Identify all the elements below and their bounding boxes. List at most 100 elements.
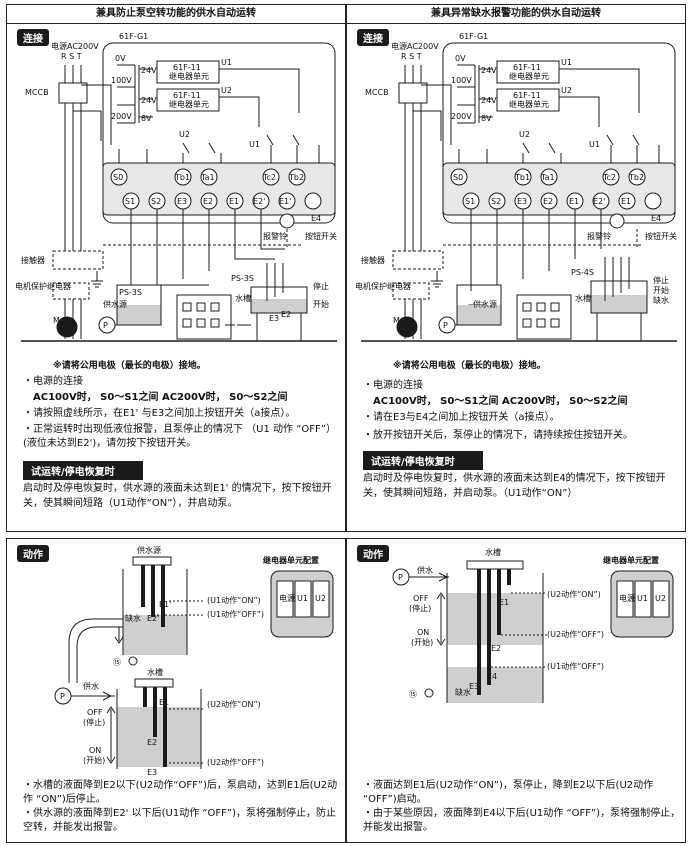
relay-unit-2: [156, 88, 220, 112]
tank-label: 水槽: [235, 293, 251, 303]
r-relay2-label: 61F-11: [513, 91, 541, 100]
model-label: 61F-G1: [119, 32, 148, 41]
la-u2off: (U2动作“OFF”): [207, 757, 264, 767]
left-bullet2: ・请按照虚线所示，在E1' 与E3之间加上按钮开关（a接点）。: [23, 408, 296, 419]
relay1-label: 61F-11: [173, 63, 201, 72]
la-lack: 缺水: [125, 613, 141, 623]
r-p-label: P: [443, 321, 448, 330]
ra-cell1: U1: [637, 594, 648, 603]
r-relay1-sub: 继电器单元: [509, 71, 549, 81]
r-mccb-label: MCCB: [365, 88, 389, 97]
la-u2on: (U2动作“ON”): [207, 699, 261, 709]
r-t-e4: E4: [651, 214, 661, 223]
ra-stop: (停止): [409, 603, 431, 613]
start-label: 开始: [313, 299, 329, 309]
left-bullet1b: AC100V时， S0～S1之间 AC200V时， S0～S2之间: [33, 392, 288, 403]
ra-on: ON: [417, 628, 429, 637]
la-e3: E3: [147, 768, 157, 777]
r-t-tc2: Tc2: [602, 173, 616, 182]
t-e2p: E2': [253, 197, 265, 206]
r-t-s1: S1: [465, 197, 475, 206]
right-ground-note: ※请将公用电极（最长的电极）接地。: [393, 361, 546, 371]
left-connection-panel: 兼具防止泵空转功能的供水自动运转 连接: [6, 4, 346, 532]
r-u1-switch: U1: [589, 140, 600, 149]
right-action-panel: 动作 水槽 供水 P 继电器单元配置 电源 U1 U2: [346, 538, 686, 843]
r-t-ta1: Ta1: [540, 173, 555, 182]
la-tank: 水槽: [147, 667, 163, 677]
ra-cell2: U2: [655, 594, 666, 603]
v100-label: 100V: [111, 76, 132, 85]
la-e2p: E2': [147, 614, 159, 623]
ps3s-top-label: PS-3S: [231, 274, 254, 283]
ra-u1off: (U1动作“OFF”): [547, 661, 604, 671]
r-v200-label: 200V: [451, 112, 472, 121]
right-action-note1: ・液面达到E1后(U2动作“ON”)，泵停止，降到E2以下后(U2动作 “OFF…: [363, 780, 654, 805]
left-bullet1: ・电源的连接: [23, 376, 83, 387]
r-ps4s-label: PS-4S: [571, 268, 594, 277]
right-trial-bar: 试运转/停电恢复时: [363, 451, 483, 470]
la-off: OFF: [87, 708, 103, 717]
mccb-box: [58, 82, 88, 104]
r-lack-label: 缺水: [653, 295, 669, 305]
la-e1p: E1': [159, 600, 171, 609]
ra-e1: E1: [499, 598, 509, 607]
r-tank-label: 水槽: [575, 293, 591, 303]
left-trial-text: 启动时及停电恢复时，供水源的液面未达到E1' 的情况下，按下按钮开关，使其瞬间短…: [23, 483, 332, 509]
left-connection-tag: 连接: [17, 29, 49, 46]
button-switch-label: 按钮开关: [305, 231, 337, 241]
la-start: (开始): [83, 755, 105, 765]
r-t-e1b: E1: [621, 197, 631, 206]
ra-lack: 缺水: [455, 687, 471, 697]
rst-label: R S T: [61, 52, 82, 61]
r-relay2-sub: 继电器单元: [509, 99, 549, 109]
ra-e4: E4: [487, 672, 497, 681]
la-supply: 供水: [83, 681, 99, 691]
r-source-label: 供水源: [473, 299, 497, 309]
t-tc2: Tc2: [262, 173, 276, 182]
e2-label: E2: [281, 310, 291, 319]
building: [176, 294, 232, 340]
right-panel-title: 兼具异常缺水报警功能的供水自动运转: [347, 5, 685, 24]
la-u1off: (U1动作“OFF”): [207, 609, 264, 619]
ra-u2off: (U2动作“OFF”): [547, 629, 604, 639]
t-e1: E1: [229, 197, 239, 206]
bell-label: 报警铃: [263, 231, 287, 241]
r-motor-relay-label: 电机保护继电器: [355, 281, 411, 291]
relay-config: [270, 570, 334, 638]
r-button-switch-label: 按钮开关: [645, 231, 677, 241]
right-bullet1: ・电源的连接: [363, 380, 423, 391]
t-e3: E3: [177, 197, 187, 206]
right-trial-text: 启动时及停电恢复时，供水源的液面未达到E4的情况下，按下按钮开关，使其瞬间短路，…: [363, 473, 666, 499]
ra-supply: 供水: [417, 565, 433, 575]
relay-unit-1: [156, 60, 220, 84]
r-rst-label: R S T: [401, 52, 422, 61]
r-v8-label: 8V: [481, 114, 492, 123]
r-v24-label: 24V: [481, 66, 497, 75]
left-panel-title: 兼具防止泵空转功能的供水自动运转: [7, 5, 345, 24]
la-e1: E1: [159, 698, 169, 707]
right-action-note2: ・由于某些原因，液面降到E4以下后(U1动作 “OFF”)，泵将强制停止，并能发…: [363, 808, 681, 833]
right-action-tag: 动作: [357, 545, 389, 562]
t-tb2: Tb2: [288, 173, 304, 182]
r-bell-label: 报警铃: [587, 231, 611, 241]
la-on: ON: [89, 746, 101, 755]
la-relay-cfg: 继电器单元配置: [263, 555, 319, 565]
ra-circ: ⑮: [409, 690, 417, 699]
left-bullet3: ・正常运转时出现低液位报警，且泵停止的情况下 （U1 动作 “OFF”）(液位未…: [23, 424, 336, 449]
left-trial-bar: 试运转/停电恢复时: [23, 461, 143, 480]
right-bullet1b: AC100V时， S0～S1之间 AC200V时， S0～S2之间: [373, 396, 628, 407]
t-e2: E2: [203, 197, 213, 206]
contactor-box: [52, 250, 104, 270]
r-t-e2p: E2': [593, 197, 605, 206]
r-u2-label: U2: [561, 86, 572, 95]
right-action-diagram: 水槽 供水 P 继电器单元配置 电源 U1 U2 OFF (停止) ON (开始…: [392, 547, 674, 703]
left-action-panel: 动作: [6, 538, 346, 843]
la-cell2: U2: [315, 594, 326, 603]
v24b-label: 24V: [141, 96, 157, 105]
mccb-label: MCCB: [25, 88, 49, 97]
la-e2: E2: [147, 738, 157, 747]
la-p: P: [60, 692, 65, 701]
relay2-label: 61F-11: [173, 91, 201, 100]
motor-icon: [56, 316, 78, 338]
r-stop-label: 停止: [653, 275, 669, 285]
